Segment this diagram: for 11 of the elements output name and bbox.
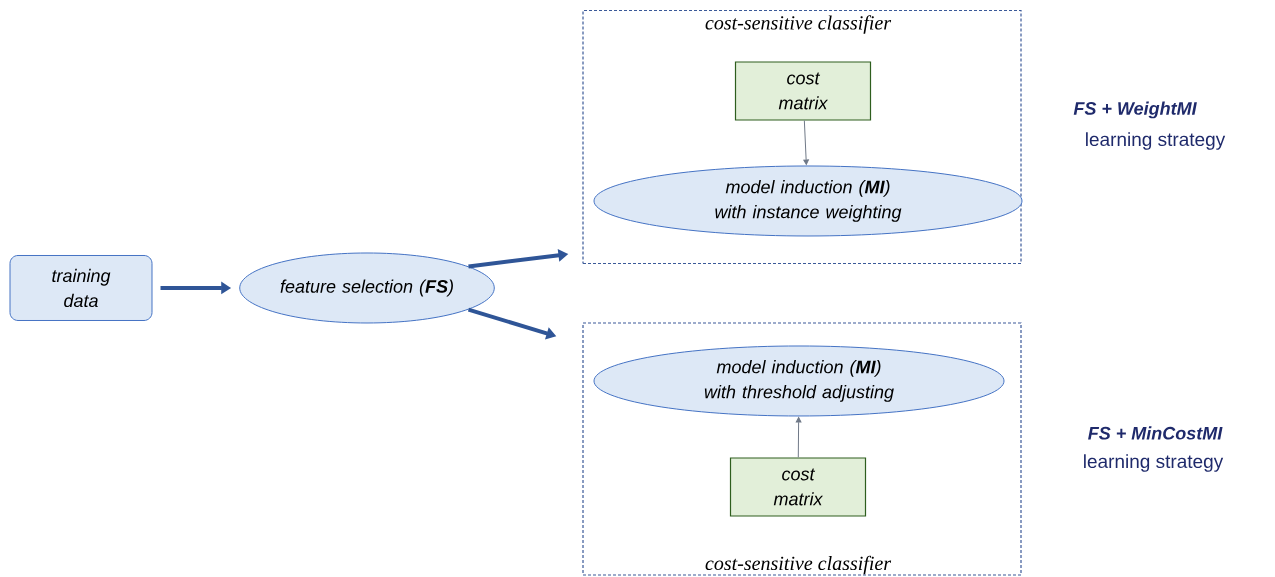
matrix-box: cost matrix [729, 457, 867, 517]
arrow [795, 417, 802, 458]
data-box: training data [9, 255, 153, 321]
strategy-name: FS + WeightMI [1073, 101, 1197, 119]
arrow [803, 120, 809, 165]
strategy-caption: learning strategy [1086, 132, 1226, 150]
strategy-name: FS + MinCostMI [1088, 426, 1223, 440]
matrix-box: cost matrix [734, 61, 872, 121]
frame-heading: cost-sensitive classifier [705, 15, 892, 34]
strategy-caption: learning strategy [1084, 454, 1224, 472]
frame-heading: cost-sensitive classifier [705, 555, 892, 575]
